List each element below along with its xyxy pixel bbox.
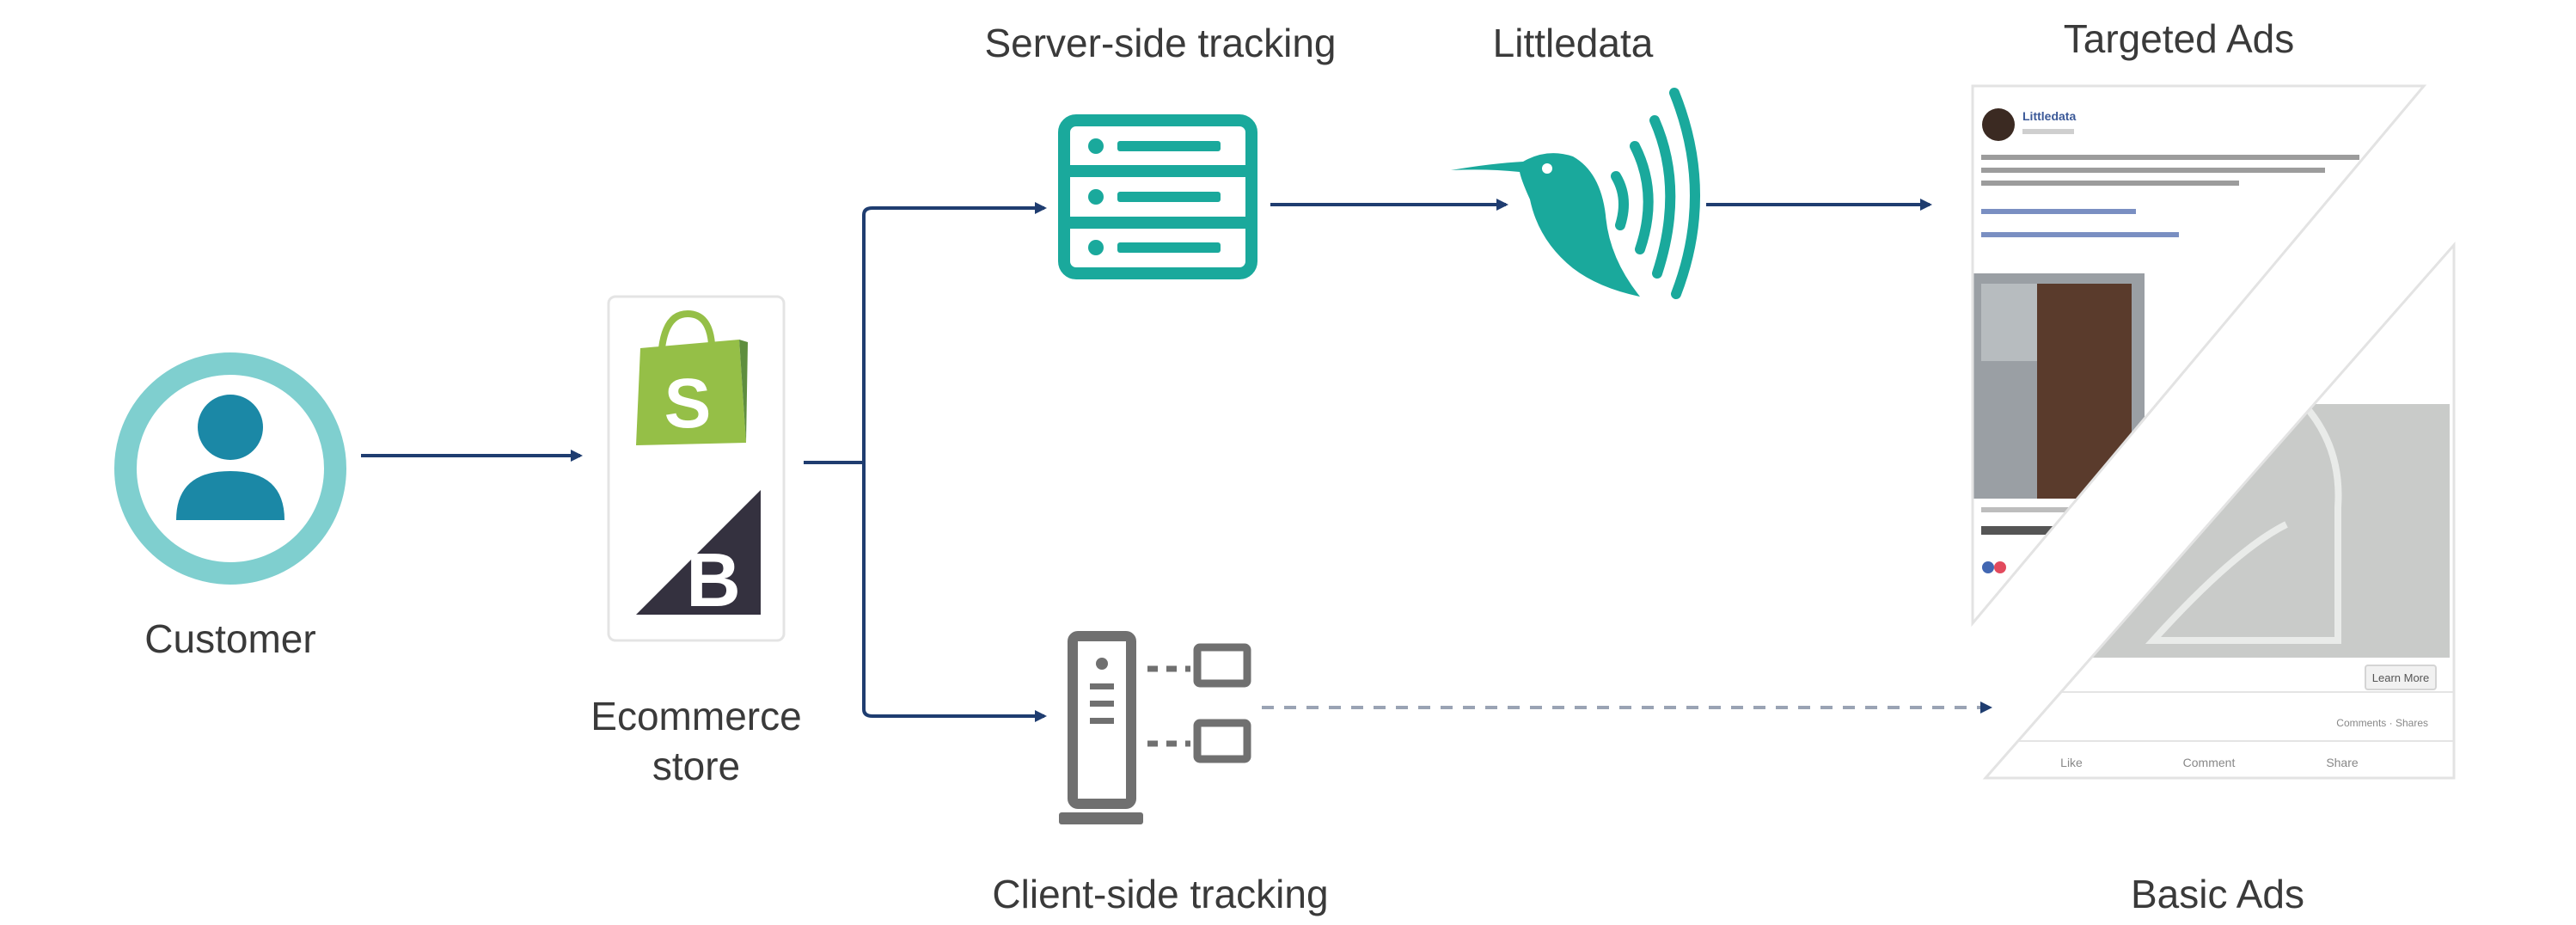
shopify-bag-icon: S bbox=[636, 309, 748, 445]
basic-ad-action-comment: Comment bbox=[2183, 756, 2236, 769]
littledata-label: Littledata bbox=[1492, 21, 1654, 65]
customer-icon bbox=[114, 352, 346, 585]
basic-ads-label: Basic Ads bbox=[2131, 872, 2304, 916]
svg-text:B: B bbox=[686, 537, 741, 622]
arrow-store-to-server bbox=[862, 202, 1047, 462]
ecommerce-store-card: S B bbox=[607, 295, 786, 642]
ecommerce-store-label-line2: store bbox=[652, 743, 741, 788]
device-tower-icon bbox=[1059, 631, 1251, 824]
basic-ad-action-like: Like bbox=[2060, 756, 2083, 769]
basic-ad-action-share: Share bbox=[2326, 756, 2359, 769]
targeted-ad-account: Littledata bbox=[2022, 109, 2076, 123]
arrow-store-to-client bbox=[862, 462, 1047, 722]
basic-ad-button: Learn More bbox=[2372, 671, 2429, 684]
ecommerce-store-label-line1: Ecommerce bbox=[590, 694, 802, 738]
ecommerce-store-label: Ecommerce store bbox=[550, 692, 842, 791]
targeted-ads-label: Targeted Ads bbox=[2063, 16, 2295, 61]
bigcommerce-b-icon: B bbox=[636, 490, 761, 622]
basic-ad-stats: Comments · Shares bbox=[2336, 717, 2428, 729]
client-side-tracking-label: Client-side tracking bbox=[992, 872, 1329, 916]
littledata-hummingbird-icon bbox=[1451, 88, 1700, 299]
customer-label: Customer bbox=[144, 616, 316, 661]
svg-text:S: S bbox=[664, 364, 712, 443]
server-side-tracking-label: Server-side tracking bbox=[984, 21, 1337, 65]
server-stack-icon bbox=[1058, 114, 1257, 279]
